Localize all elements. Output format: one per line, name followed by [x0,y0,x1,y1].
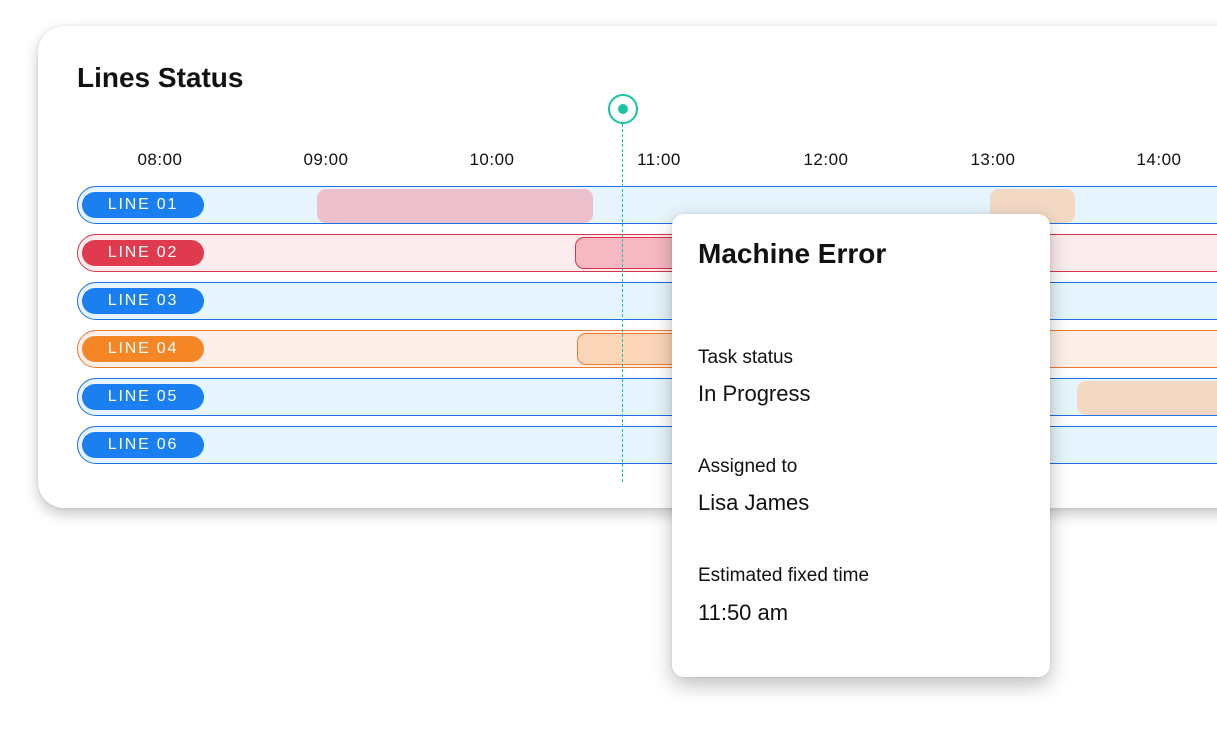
task-bar[interactable] [577,333,687,365]
task-bar-machine-error[interactable] [575,237,685,269]
time-label: 08:00 [137,150,183,169]
estimated-fixed-time-label: Estimated fixed time [698,565,870,586]
popup-title: Machine Error [698,238,887,269]
line-label-pill[interactable]: LINE 05 [82,384,204,410]
task-bar[interactable] [317,189,593,223]
line-label-pill[interactable]: LINE 03 [82,288,204,314]
time-label: 11:00 [637,150,681,169]
time-label: 13:00 [970,150,1016,169]
lane-line-01[interactable]: LINE 01 [77,186,1217,224]
time-label: 14:00 [1136,150,1182,169]
time-label: 09:00 [303,150,349,169]
marker-dot-icon [618,104,628,114]
line-label-pill[interactable]: LINE 01 [82,192,204,218]
machine-error-popup: Machine Error Task status In Progress As… [672,214,1050,677]
line-label-pill[interactable]: LINE 02 [82,240,204,266]
assigned-to-value: Lisa James [698,490,810,515]
estimated-fixed-time-value: 11:50 am [698,600,789,625]
task-bar[interactable] [1077,381,1217,415]
current-time-marker-handle[interactable] [608,94,638,124]
task-status-label: Task status [698,347,794,368]
page-title: Lines Status [77,62,244,93]
line-label-pill[interactable]: LINE 06 [82,432,204,458]
assigned-to-label: Assigned to [698,456,798,477]
time-label: 10:00 [469,150,515,169]
line-label-pill[interactable]: LINE 04 [82,336,204,362]
current-time-line [622,124,623,482]
task-status-value: In Progress [698,381,811,406]
time-label: 12:00 [803,150,849,169]
